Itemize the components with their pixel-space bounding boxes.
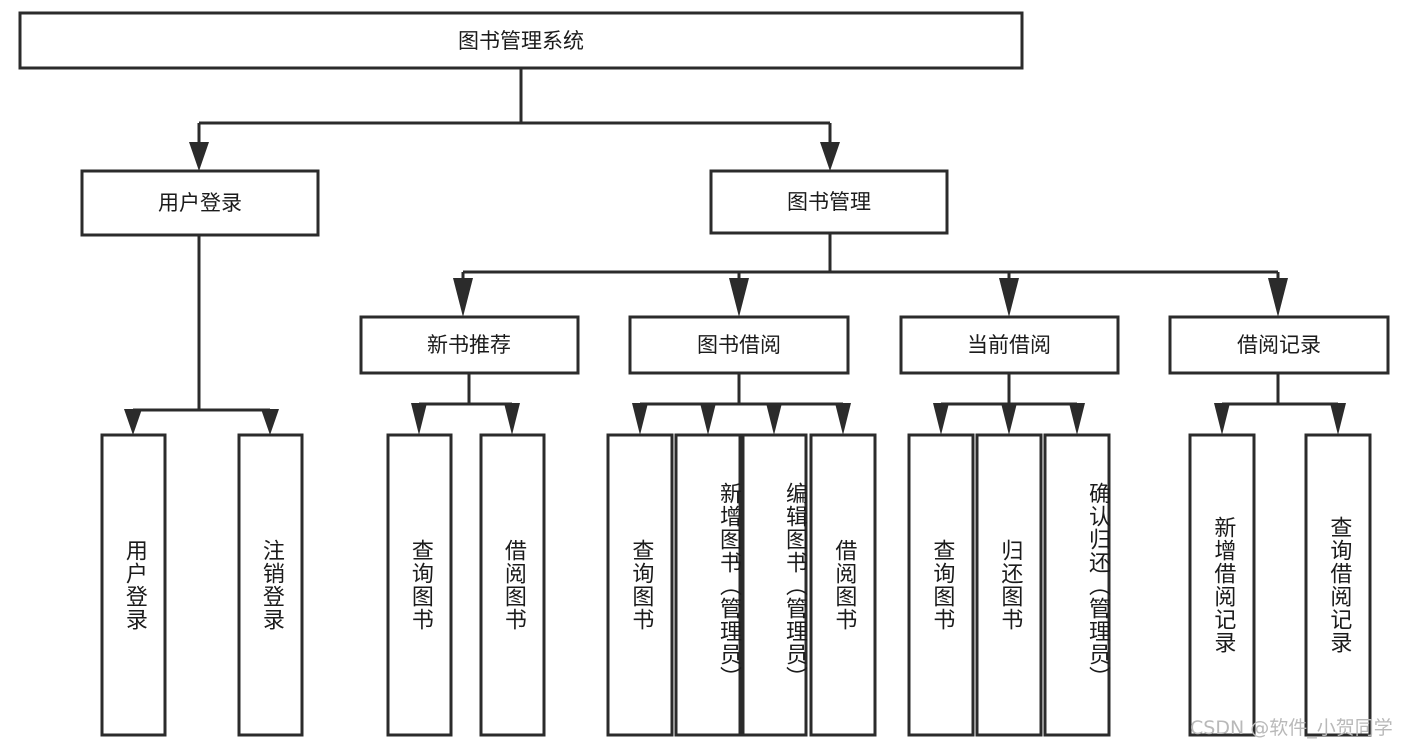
label-book-borrow: 图书借阅: [697, 333, 781, 357]
node-leaf-user-login[interactable]: [100, 433, 167, 737]
arrow-head-current-borrow: [999, 278, 1019, 317]
label-new-book-recommend: 新书推荐: [427, 333, 511, 357]
arrow-head-leaf-query-book-1: [411, 403, 427, 435]
arrow-head-leaf-return-book: [1001, 403, 1017, 435]
node-leaf-query-record[interactable]: [1304, 433, 1372, 737]
arrow-head-leaf-borrow-book-1: [504, 403, 520, 435]
node-leaf-return-book[interactable]: [975, 433, 1043, 737]
arrow-head-book-borrow: [729, 278, 749, 317]
arrow-head-leaf-query-book-2: [632, 403, 648, 435]
connector-group: [124, 68, 1346, 435]
label-root: 图书管理系统: [458, 29, 584, 53]
node-leaf-edit-book[interactable]: [741, 433, 808, 737]
node-leaf-query-book-3[interactable]: [907, 433, 975, 737]
arrow-head-leaf-add-book: [700, 403, 716, 435]
arrow-head-new-book-recommend: [453, 278, 473, 317]
node-leaf-user-logout[interactable]: [237, 433, 304, 737]
node-root[interactable]: [18, 11, 1024, 70]
arrow-head-leaf-borrow-book-2: [835, 403, 851, 435]
csdn-watermark: CSDN @软件_小贺同学: [1190, 717, 1393, 739]
arrow-head-leaf-edit-book: [766, 403, 782, 435]
node-book-management[interactable]: [709, 169, 949, 235]
node-new-book-recommend[interactable]: [359, 315, 580, 375]
node-current-borrow[interactable]: [899, 315, 1120, 375]
node-leaf-add-book[interactable]: [674, 433, 742, 737]
node-group: [18, 11, 1390, 737]
node-leaf-borrow-book-1[interactable]: [479, 433, 546, 737]
node-user-login[interactable]: [80, 169, 320, 237]
node-leaf-query-book-1[interactable]: [386, 433, 453, 737]
arrow-head-user-login: [189, 142, 209, 171]
arrow-head-book-management: [820, 142, 840, 171]
node-book-borrow[interactable]: [628, 315, 850, 375]
label-current-borrow: 当前借阅: [967, 333, 1051, 357]
label-book-management: 图书管理: [787, 190, 871, 214]
arrow-head-leaf-query-book-3: [933, 403, 949, 435]
node-leaf-borrow-book-2[interactable]: [809, 433, 877, 737]
node-leaf-query-book-2[interactable]: [606, 433, 674, 737]
node-leaf-confirm-return[interactable]: [1043, 433, 1111, 737]
label-borrow-record: 借阅记录: [1237, 333, 1321, 357]
arrow-head-leaf-user-logout: [261, 409, 279, 435]
horizontal-label-group: 图书管理系统 用户登录 图书管理 新书推荐 图书借阅 当前借阅 借阅记录: [158, 29, 1321, 357]
arrow-head-leaf-add-record: [1214, 403, 1230, 435]
arrow-head-leaf-confirm-return: [1069, 403, 1085, 435]
label-user-login: 用户登录: [158, 191, 242, 215]
arrow-head-borrow-record: [1268, 278, 1288, 317]
arrow-head-leaf-query-record: [1330, 403, 1346, 435]
node-borrow-record[interactable]: [1168, 315, 1390, 375]
arrow-head-leaf-user-login: [124, 409, 142, 435]
node-leaf-add-record[interactable]: [1188, 433, 1256, 737]
